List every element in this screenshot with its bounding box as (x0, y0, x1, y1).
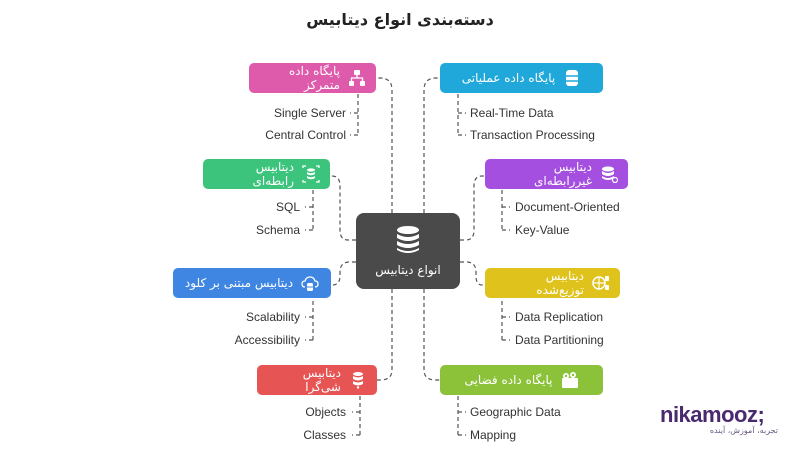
node-cloud: دیتابیس مبتنی بر کلود (173, 268, 331, 298)
nosql-db-icon (600, 165, 618, 183)
sub-item: Data Replication (515, 310, 604, 324)
node-relational: دیتابیس رابطه‌ای (203, 159, 330, 189)
database-icon (563, 69, 581, 87)
node-distributed: دیتابیس توزیع‌شده (485, 268, 620, 298)
sub-item: Data Partitioning (515, 333, 604, 347)
relational-db-icon (302, 165, 320, 183)
sub-item: Geographic Data (470, 405, 561, 419)
sub-item: Objects (305, 405, 346, 419)
sub-item: Mapping (470, 428, 517, 442)
cloud-db-icon (301, 274, 319, 292)
node-centralized: پایگاه داده متمرکز (249, 63, 376, 93)
logo-wordmark: nikamooz; (660, 402, 765, 427)
node-operational: پایگاه داده عملیاتی (440, 63, 603, 93)
sub-item: Document-Oriented (515, 200, 620, 214)
sub-item: Scalability (245, 310, 300, 324)
node-cloud-label: دیتابیس مبتنی بر کلود (184, 276, 294, 290)
distributed-db-icon (592, 274, 610, 292)
diagram-title: دسته‌بندی انواع دیتابیس (306, 10, 494, 29)
sub-item: Classes (303, 428, 346, 442)
node-operational-label: پایگاه داده عملیاتی (461, 71, 556, 85)
node-distributed-label: دیتابیس توزیع‌شده (536, 269, 584, 297)
server-network-icon (348, 69, 366, 87)
node-spatial-label: پایگاه داده فضایی (464, 373, 553, 387)
node-objectoriented-label: دیتابیس شی‌گرا (302, 366, 341, 394)
sub-item: Central Control (265, 128, 346, 142)
object-db-icon (349, 371, 367, 389)
sub-item: Single Server (273, 106, 346, 120)
sub-item: Real-Time Data (470, 106, 554, 120)
logo-tagline: تجربه، آموزش، آینده (709, 426, 778, 435)
sub-item: Key-Value (515, 223, 570, 237)
database-icon (397, 226, 419, 253)
sub-item: Transaction Processing (470, 128, 595, 142)
node-relational-label: دیتابیس رابطه‌ای (252, 160, 294, 188)
node-objectoriented: دیتابیس شی‌گرا (257, 365, 377, 395)
map-pins-icon (561, 371, 579, 389)
node-nonrelational-label: دیتابیس غیررابطه‌ای (534, 160, 592, 188)
node-spatial: پایگاه داده فضایی (440, 365, 603, 395)
nikamooz-logo: nikamooz; تجربه، آموزش، آینده (660, 402, 784, 436)
sub-item: Accessibility (234, 333, 300, 347)
node-nonrelational: دیتابیس غیررابطه‌ای (485, 159, 628, 189)
center-node: انواع دیتابیس (356, 213, 460, 289)
sub-item: SQL (275, 200, 300, 214)
sub-item: Schema (255, 223, 300, 237)
center-label: انواع دیتابیس (375, 263, 441, 277)
node-centralized-label: پایگاه داده متمرکز (288, 64, 340, 92)
